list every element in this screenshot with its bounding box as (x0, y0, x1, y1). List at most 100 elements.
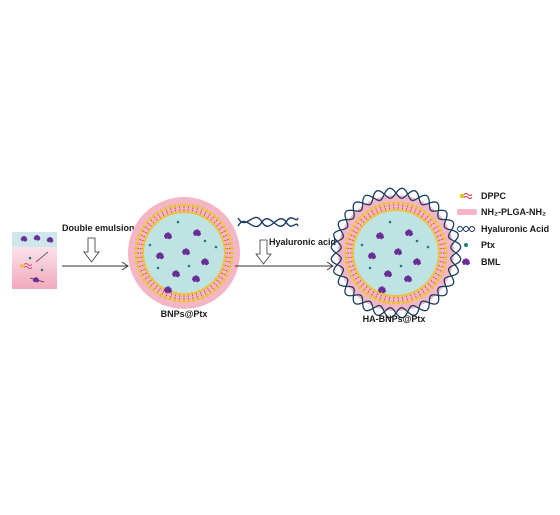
lipid-tail-outer (350, 234, 353, 236)
lipid-head-inner (435, 239, 439, 243)
lipid-head-outer (419, 208, 423, 212)
lipid-head-outer (200, 207, 204, 211)
lipid-head-outer (387, 201, 391, 206)
lipid-head-inner (194, 212, 198, 216)
lipid-head-inner (186, 210, 190, 214)
lipid-tail-outer (360, 285, 363, 287)
lipid-tail-outer (223, 230, 226, 233)
lipid-head-inner (174, 291, 178, 295)
lipid-head-inner (143, 239, 147, 243)
hyaluronic-acid-icon (456, 226, 476, 232)
lipid-head-inner (182, 292, 186, 296)
lipid-head-outer (168, 205, 172, 209)
lipid-head-inner (194, 290, 198, 294)
lipid-tail-outer (140, 269, 143, 272)
lipid-tail-outer (212, 287, 214, 290)
lipid-tail-inner (159, 216, 161, 218)
bml-particle (413, 258, 421, 266)
lipid-head-inner (404, 293, 408, 297)
lipid-head-outer (168, 297, 172, 301)
np1-caption: BNPs@Ptx (161, 309, 208, 319)
lipid-tail-inner (203, 290, 206, 292)
lipid-head-outer (443, 260, 447, 265)
beaker-components (20, 251, 49, 283)
lipid-tail-outer (215, 219, 218, 222)
lipid-tail-inner (376, 293, 378, 296)
lipid-tail-outer (422, 291, 425, 293)
lipid-head-outer (216, 217, 220, 221)
lipid-head-outer (136, 265, 140, 269)
lipid-head-outer (392, 201, 396, 205)
lipid-head-outer (226, 269, 230, 273)
lipid-head-outer (196, 205, 200, 209)
legend-bml: BML (462, 257, 501, 267)
lipid-tail-inner (421, 289, 424, 291)
lipid-head-outer (140, 274, 144, 278)
lipid-tail-inner (221, 231, 223, 234)
lipid-tail-outer (204, 292, 207, 295)
lipid-head-inner (170, 212, 174, 216)
lipid-head-inner (141, 255, 145, 259)
lipid-head-outer (433, 282, 437, 286)
lipid-tail-outer (429, 219, 432, 221)
lipid-tail-outer (147, 281, 150, 283)
lipid-head-inner (178, 292, 182, 296)
bml-particle (46, 236, 54, 243)
lipid-head-outer (373, 205, 377, 210)
lipid-tail-inner (368, 215, 371, 217)
lipid-head-outer (134, 256, 138, 260)
lipid-tail-inner (376, 210, 378, 213)
plga-band-icon (457, 209, 477, 215)
lipid-tail-inner (354, 231, 357, 233)
lipid-head-outer (224, 274, 228, 278)
lipid-bilayer-1 (134, 203, 234, 303)
lipid-head-outer (205, 293, 209, 297)
lipid-tail-outer (157, 214, 160, 216)
lipid-tail-inner (430, 280, 433, 282)
lipid-tail-outer (215, 284, 218, 287)
lipid-tail-outer (367, 291, 370, 293)
lipid-tail-inner (199, 292, 202, 294)
lipid-head-outer (406, 299, 410, 304)
lipid-head-outer (173, 298, 177, 302)
lipid-head-inner (221, 239, 225, 243)
lipid-tail-outer (435, 226, 438, 228)
lipid-tail-outer (439, 234, 442, 236)
lipid-head-outer (182, 203, 186, 207)
lipid-tail-inner (162, 214, 165, 216)
lipid-tail-inner (424, 217, 427, 220)
lipid-head-outer (392, 301, 396, 305)
arrow-step2 (235, 261, 334, 271)
lipid-tail-inner (216, 279, 219, 282)
lipid-head-inner (351, 247, 355, 251)
ptx-dot (360, 243, 364, 247)
lipid-head-inner (351, 251, 355, 255)
lipid-tail-outer (150, 219, 153, 222)
lipid-tail-inner (365, 286, 368, 289)
lipid-tail-inner (216, 224, 219, 227)
lipid-head-outer (196, 297, 200, 301)
lipid-tail-outer (426, 216, 429, 218)
lipid-head-inner (435, 263, 439, 267)
lipid-head-outer (344, 246, 348, 250)
ptx-dot (203, 239, 207, 243)
lipid-head-inner (223, 247, 227, 251)
lipid-head-outer (140, 228, 144, 232)
lipid-head-inner (143, 263, 147, 267)
lipid-head-outer (148, 217, 152, 221)
lipid-head-outer (440, 232, 445, 237)
lipid-head-outer (187, 299, 191, 303)
lipid-tail-inner (155, 285, 158, 288)
bml-particle (394, 248, 402, 256)
lipid-head-inner (351, 255, 355, 259)
lipid-tail-outer (142, 230, 145, 233)
lipid-head-outer (226, 233, 230, 237)
lipid-head-outer (205, 209, 209, 213)
lipid-head-outer (401, 300, 405, 305)
lipid-bilayer-2 (344, 201, 448, 305)
legend-label-ha: Hyaluronic Acid (481, 224, 549, 234)
lipid-head-outer (219, 220, 223, 225)
lipid-tail-outer (200, 294, 203, 297)
legend-label-ptx: Ptx (481, 240, 495, 250)
lipid-head-inner (400, 208, 404, 213)
